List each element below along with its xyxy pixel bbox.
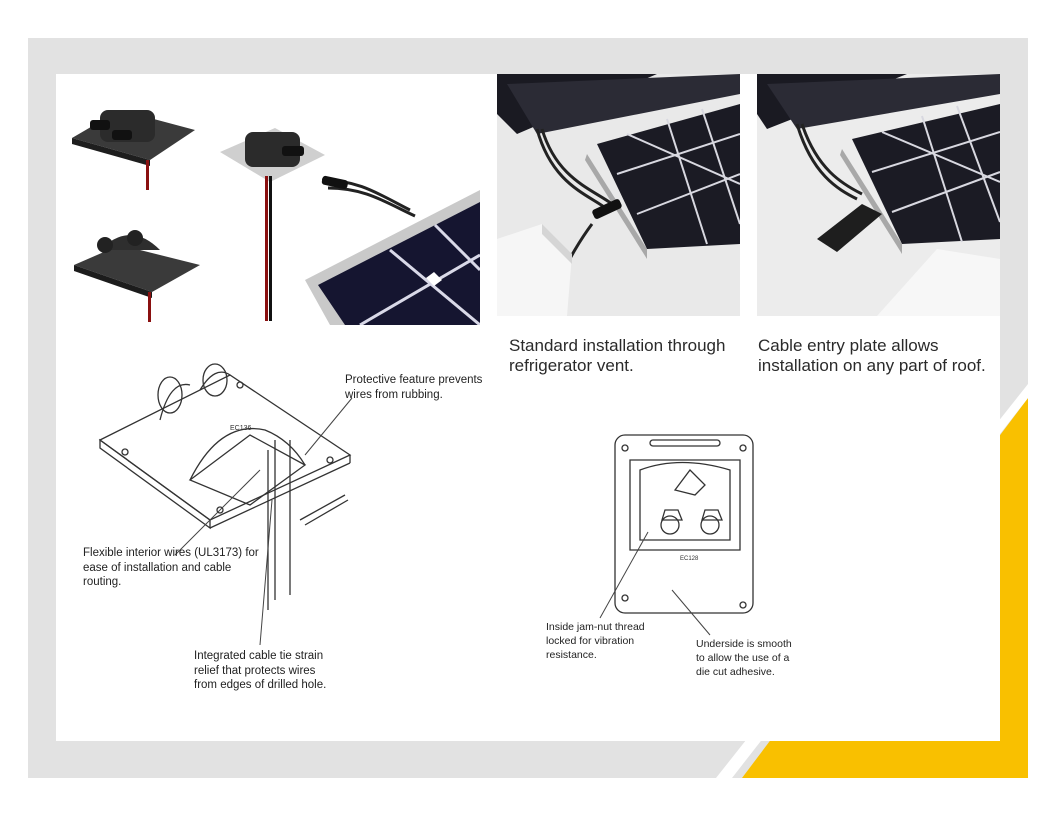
product-photo-collage <box>60 80 480 325</box>
caption-standard-installation: Standard installation through refrigerat… <box>509 336 726 375</box>
photo-refrigerator-vent-install <box>497 74 740 316</box>
photo-cable-entry-plate-install <box>757 74 1000 316</box>
callout-underside: Underside is smooth to allow the use of … <box>696 638 792 678</box>
callout-jam-nut: Inside jam-nut thread locked for vibrati… <box>546 621 645 661</box>
svg-text:EC128: EC128 <box>680 556 699 562</box>
plate-front-line-drawing: EC128 <box>614 434 754 614</box>
callout-protective-feature: Protective feature prevents wires from r… <box>345 374 483 401</box>
plate-isometric-line-drawing: EC136 <box>98 363 352 610</box>
svg-text:EC136: EC136 <box>230 425 252 432</box>
callout-flexible-wires: Flexible interior wires (UL3173) for eas… <box>83 547 259 588</box>
callout-strain-relief: Integrated cable tie strain relief that … <box>194 650 327 691</box>
caption-cable-entry-plate: Cable entry plate allows installation on… <box>758 336 986 375</box>
